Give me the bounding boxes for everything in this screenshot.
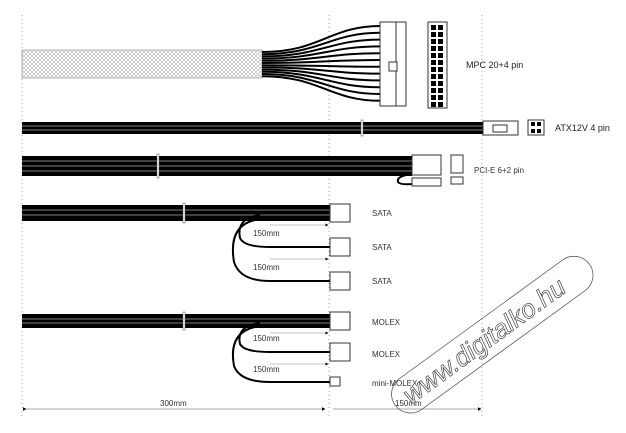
mpc-pin xyxy=(431,46,436,51)
sata-plug xyxy=(329,237,351,257)
mpc-wire xyxy=(261,68,381,82)
mpc-pin-face xyxy=(427,21,448,109)
mpc-pin xyxy=(438,32,443,37)
mpc-wire xyxy=(261,38,381,58)
svg-text:www.digitalko.hu: www.digitalko.hu xyxy=(397,272,571,410)
mpc-pin xyxy=(431,88,436,93)
mini-molex-plug xyxy=(329,376,341,387)
mpc-pin xyxy=(438,60,443,65)
mpc-cable: MPC 20+4 pin xyxy=(21,21,523,109)
sata-spacing: 150mm xyxy=(253,263,280,272)
mpc-wire xyxy=(261,64,381,68)
mpc-pin xyxy=(438,95,443,100)
mpc-pin xyxy=(431,53,436,58)
mpc-pin xyxy=(438,46,443,51)
mpc-pin xyxy=(438,25,443,30)
mpc-wire xyxy=(261,25,381,53)
mpc-pin xyxy=(431,32,436,37)
sata-label: SATA xyxy=(372,277,392,286)
pcie-2pin-plug xyxy=(411,177,442,187)
pcie-pin-face xyxy=(450,154,464,174)
mpc-pin xyxy=(438,88,443,93)
molex-spacing: 150mm xyxy=(253,334,280,343)
mpc-pin xyxy=(431,67,436,72)
molex-label: MOLEX xyxy=(372,350,401,359)
mpc-pin xyxy=(431,39,436,44)
mpc-pin xyxy=(431,102,436,107)
dimension-300: 300mm xyxy=(160,399,187,408)
mpc-pin xyxy=(438,74,443,79)
sata-label: SATA xyxy=(372,243,392,252)
mpc-wire xyxy=(261,31,381,56)
sata-cable: SATA SATA SATA 150mm 150mm xyxy=(22,202,392,291)
molex-spacing: 150mm xyxy=(253,365,280,374)
mpc-wire xyxy=(261,52,381,62)
watermark: www.digitalko.hu xyxy=(391,255,594,414)
atx12v-pin-face xyxy=(527,119,545,136)
molex-plug xyxy=(329,342,351,362)
sata-plug xyxy=(329,271,351,291)
sata-label: SATA xyxy=(372,209,392,218)
pcie-cable: PCI-E 6+2 pin xyxy=(22,153,524,187)
pcie-label: PCI-E 6+2 pin xyxy=(474,166,524,175)
mpc-wire xyxy=(261,59,381,64)
atx12v-label: ATX12V 4 pin xyxy=(555,123,610,133)
mpc-wire xyxy=(261,75,381,102)
mpc-wire xyxy=(261,45,381,60)
pcie-6pin-plug xyxy=(411,154,442,176)
molex-cable: MOLEX MOLEX mini-MOLEX 150mm 150mm xyxy=(22,311,418,388)
mpc-pin xyxy=(438,81,443,86)
sata-spacing: 150mm xyxy=(253,229,280,238)
mpc-label: MPC 20+4 pin xyxy=(466,60,523,70)
mpc-pin xyxy=(431,25,436,30)
mpc-pin xyxy=(431,74,436,79)
dimension-150: 150mm xyxy=(395,399,422,408)
mpc-pin xyxy=(438,53,443,58)
dimension-lines: 300mm 150mm xyxy=(23,399,482,411)
mpc-wire xyxy=(261,70,381,89)
mpc-pin xyxy=(438,39,443,44)
mpc-pin xyxy=(431,95,436,100)
molex-plug xyxy=(329,311,351,331)
mpc-pin xyxy=(438,67,443,72)
mpc-wire xyxy=(261,73,381,95)
atx12v-cable: ATX12V 4 pin xyxy=(22,119,610,137)
mpc-wire xyxy=(261,66,381,75)
sata-plug xyxy=(329,203,351,223)
mpc-pin xyxy=(431,60,436,65)
molex-label: MOLEX xyxy=(372,318,401,327)
mpc-pin xyxy=(431,81,436,86)
mpc-pin xyxy=(438,102,443,107)
